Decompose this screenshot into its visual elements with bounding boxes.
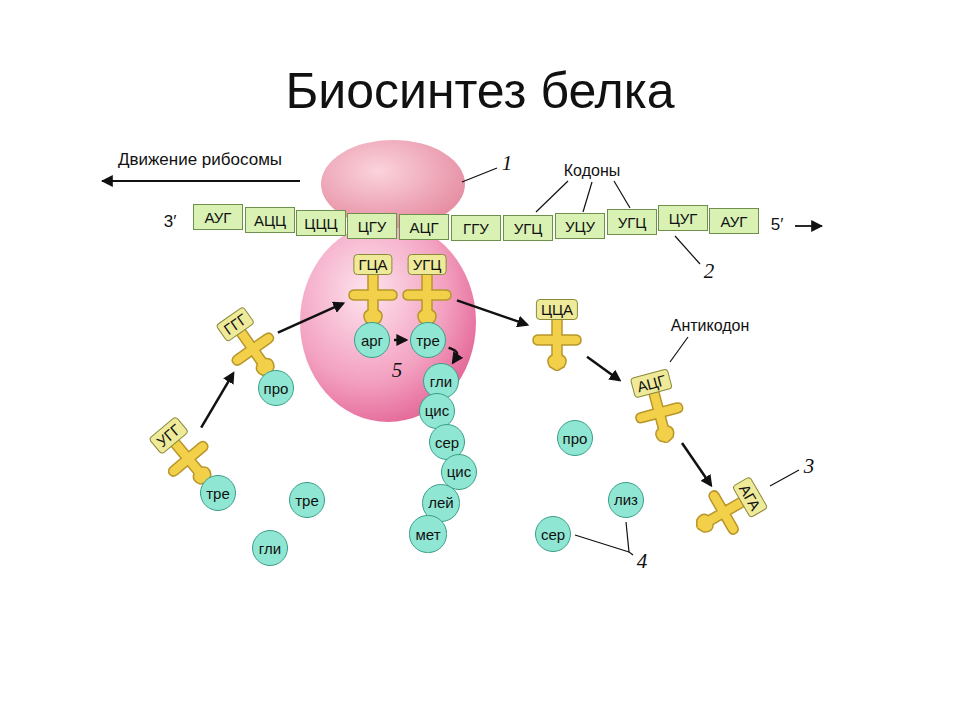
- leader-line: [536, 181, 568, 212]
- amino-acid: цис: [447, 463, 471, 480]
- codon-box: ГГУ: [451, 215, 501, 241]
- amino-acid: лиз: [614, 491, 638, 508]
- bracket-line: [575, 535, 629, 552]
- trna-molecule: АГА: [684, 469, 772, 550]
- codon-box: ЦУГ: [658, 205, 708, 231]
- ribosome-large-subunit: [300, 222, 476, 422]
- codon-box: ЦГУ: [347, 213, 397, 239]
- amino-acid-circle: тре: [200, 475, 236, 511]
- codon: ЦГУ: [358, 218, 387, 235]
- codon-box: АУГ: [193, 204, 243, 230]
- codon-box: АЦГ: [399, 214, 449, 240]
- callout-number: 3: [804, 454, 815, 479]
- trna-outline: [533, 319, 581, 371]
- codon: ЦУГ: [669, 210, 698, 227]
- callout-number: 4: [637, 549, 648, 574]
- amino-acid: мет: [415, 526, 440, 543]
- movement-arrow: [102, 180, 300, 182]
- upcoming-trna-arrow: [201, 373, 233, 427]
- codon: ГГУ: [463, 220, 489, 237]
- amino-acid-circle: тре: [410, 322, 446, 358]
- part-label: Антикодон: [671, 317, 750, 335]
- leader-line: [614, 181, 630, 208]
- anticodon: АГА: [732, 476, 769, 519]
- amino-acid: цис: [425, 402, 449, 419]
- amino-acid: арг: [361, 332, 383, 349]
- part-label: 5′: [771, 215, 784, 235]
- leader-line: [462, 168, 497, 182]
- amino-acid-circle: лиз: [608, 482, 644, 518]
- amino-acid: тре: [295, 492, 319, 509]
- leader-line: [583, 182, 592, 212]
- codon-box: ЦЦЦ: [296, 210, 346, 236]
- part-label: Движение рибосомы: [118, 150, 282, 170]
- callout-number: 5: [392, 358, 403, 383]
- anticodon: УГЦ: [408, 254, 447, 275]
- amino-acid: гли: [430, 373, 452, 390]
- codon: ЦЦЦ: [304, 215, 337, 232]
- release-arrow: [682, 443, 711, 485]
- callout-number: 2: [704, 259, 715, 284]
- release-arrow: [587, 357, 619, 380]
- anticodon: АЦГ: [630, 368, 673, 398]
- amino-acid: тре: [416, 332, 440, 349]
- codon: УГЦ: [618, 214, 647, 231]
- amino-acid-circle: про: [557, 420, 594, 457]
- amino-acid-circle: про: [258, 370, 295, 407]
- chain-transfer-arrow: [449, 348, 457, 363]
- codon: АУГ: [205, 209, 232, 226]
- amino-acid: лей: [428, 494, 453, 511]
- leader-lines: [462, 168, 799, 555]
- amino-acid: тре: [206, 485, 230, 502]
- amino-acid-circle: гли: [252, 530, 288, 566]
- title: Биосинтез белка: [0, 62, 960, 120]
- peptide-transfer-arrow: [394, 339, 406, 342]
- callout-number: 1: [502, 151, 513, 176]
- bracket-line: [626, 522, 633, 555]
- part-label: Кодоны: [564, 162, 620, 180]
- exit-arrow: [457, 300, 527, 324]
- direction-arrow: [795, 225, 822, 227]
- trna-molecule: ГЦА: [347, 254, 399, 326]
- amino-acid-circle: сер: [535, 516, 571, 552]
- leader-line: [670, 337, 688, 362]
- codon: УГЦ: [514, 220, 543, 237]
- amino-acid: гли: [259, 540, 281, 557]
- codon-box: АУГ: [709, 208, 759, 234]
- codon-box: АЦЦ: [245, 207, 295, 233]
- anticodon: ГЦА: [353, 254, 392, 275]
- codon: АЦЦ: [254, 212, 286, 229]
- codon: АУГ: [721, 213, 748, 230]
- leader-line: [770, 470, 799, 486]
- trna-outline: [403, 274, 451, 326]
- codon-box: УЦУ: [555, 213, 605, 239]
- codon-box: УГЦ: [503, 215, 553, 241]
- amino-acid: про: [264, 380, 289, 397]
- codon-box: УГЦ: [607, 209, 657, 235]
- amino-acid: про: [563, 430, 588, 447]
- amino-acid-circle: тре: [289, 482, 325, 518]
- codon: УЦУ: [565, 218, 595, 235]
- amino-acid: сер: [435, 434, 459, 451]
- trna-molecule: АЦГ: [624, 366, 693, 449]
- amino-acid-circle: мет: [409, 515, 446, 552]
- amino-acid: сер: [541, 526, 565, 543]
- trna-outline: [349, 274, 397, 326]
- entry-arrow: [278, 303, 343, 332]
- anticodon: ЦЦА: [536, 299, 578, 320]
- part-label: 3′: [164, 212, 177, 232]
- leader-line: [675, 236, 700, 264]
- amino-acid-circle: арг: [354, 322, 390, 358]
- codon: АЦГ: [409, 219, 438, 236]
- trna-molecule: УГЦ: [401, 254, 453, 326]
- trna-molecule: ЦЦА: [531, 299, 583, 371]
